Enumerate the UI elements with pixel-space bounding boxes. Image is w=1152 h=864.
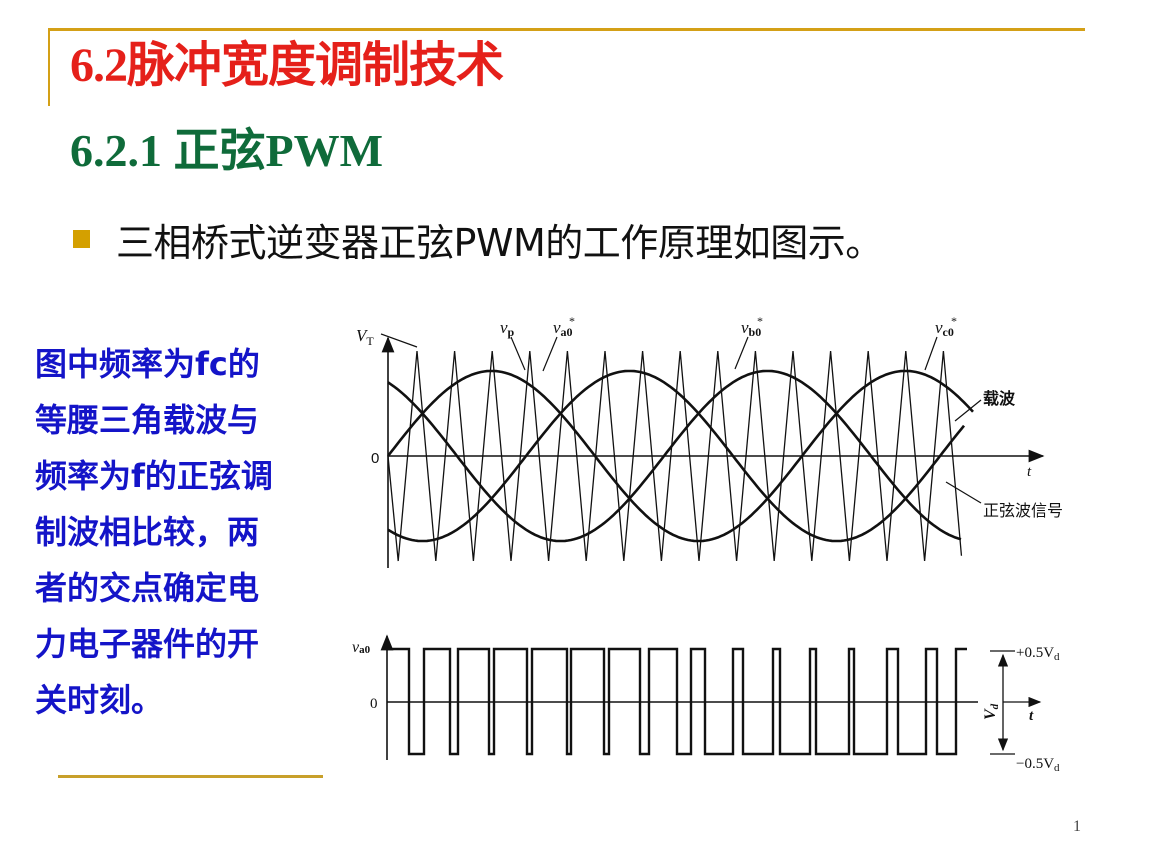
vc0-star-label: vc0: [935, 318, 954, 339]
plus-half-vd-label: +0.5Vd: [1016, 645, 1060, 663]
bottom-plot: va0 0 +0.5Vd −0.5Vd Vd t: [352, 634, 1060, 774]
slide-title: 6.2脉冲宽度调制技术: [70, 39, 504, 92]
bottom-t-label: t: [1029, 708, 1034, 724]
title-rule-top: [48, 28, 1085, 31]
square-bullet-icon: [73, 230, 90, 248]
star-c: *: [951, 314, 957, 328]
bullet-text: 三相桥式逆变器正弦PWM的工作原理如图示。: [116, 220, 883, 265]
side-text-line: 频率为f的正弦调: [35, 457, 273, 495]
sine-va0: [386, 369, 974, 543]
sine-vc0: [387, 369, 962, 543]
side-text-line: 制波相比较，两: [35, 513, 260, 551]
bottom-zero-label: 0: [370, 696, 378, 712]
sine-signal-label: 正弦波信号: [983, 501, 1063, 520]
sine-vb0: [387, 369, 966, 543]
top-zero-label: 0: [371, 450, 379, 467]
star-b: *: [757, 314, 763, 328]
carrier-label: 载波: [983, 389, 1016, 408]
title-rule-left: [48, 28, 50, 106]
side-text-line: 等腰三角载波与: [35, 401, 260, 439]
star-a: *: [569, 314, 575, 328]
slide-number: 1: [1073, 818, 1081, 835]
side-text-line: 者的交点确定电: [35, 569, 260, 607]
slide-subtitle: 6.2.1 正弦PWM: [70, 125, 384, 176]
va0-star-label: va0: [553, 318, 573, 339]
side-text-line: 图中频率为fc的: [35, 345, 260, 383]
pwm-pulse-train: [387, 647, 967, 756]
vb0-star-label: vb0: [741, 318, 761, 339]
side-text-line: 关时刻。: [35, 681, 164, 719]
side-text-line: 力电子器件的开: [35, 625, 260, 663]
side-rule-bottom: [58, 775, 323, 778]
side-description: 图中频率为fc的 等腰三角载波与 频率为f的正弦调 制波相比较，两 者的交点确定…: [35, 336, 325, 728]
minus-half-vd-label: −0.5Vd: [1016, 756, 1060, 774]
vp-label: vp: [500, 318, 515, 339]
vT-label: VT: [356, 326, 374, 348]
va0-label: va0: [352, 639, 371, 656]
top-t-label: t: [1027, 464, 1032, 480]
vd-span-label: Vd: [982, 703, 1001, 720]
bullet-item: 三相桥式逆变器正弦PWM的工作原理如图示。: [73, 214, 883, 265]
top-plot: VT vp va0 * vb0 * vc0 * 0 t 载波 正弦波信号: [356, 314, 1063, 568]
